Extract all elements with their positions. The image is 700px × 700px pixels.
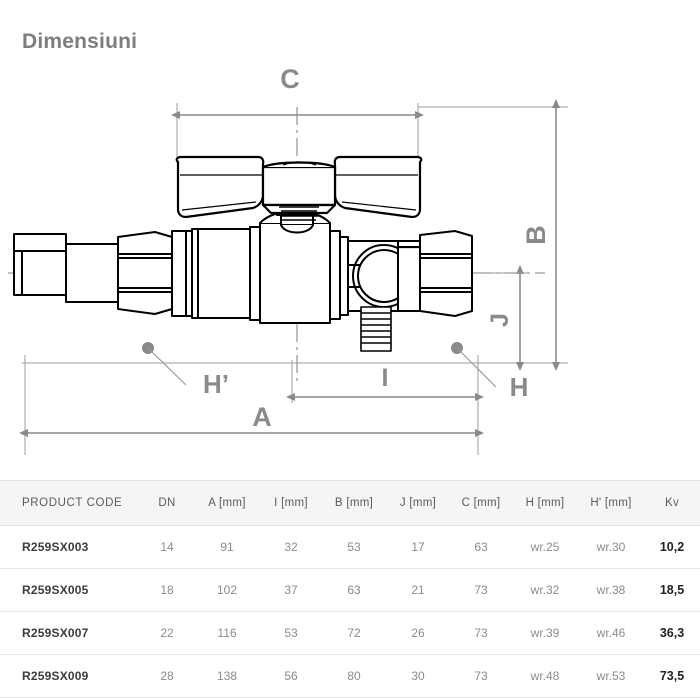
cell-h-prime: wr.46 [578, 611, 644, 655]
cell-product-code: R259SX005 [0, 568, 140, 612]
cell-i: 37 [260, 568, 322, 612]
cell-b: 63 [322, 568, 386, 612]
cell-dn: 22 [140, 611, 194, 655]
cell-h: wr.25 [512, 525, 578, 569]
page-title: Dimensiuni [22, 30, 138, 53]
specification-table: PRODUCT CODE DN A [mm] I [mm] B [mm] J [… [0, 480, 700, 698]
cell-a: 138 [194, 654, 260, 698]
cell-b: 72 [322, 611, 386, 655]
cell-c: 73 [450, 568, 512, 612]
valve-body-outline [13, 200, 473, 352]
specification-table-container: PRODUCT CODE DN A [mm] I [mm] B [mm] J [… [0, 480, 700, 698]
dimension-j: J [486, 265, 524, 371]
cell-b: 53 [322, 525, 386, 569]
dimension-b: B [521, 99, 560, 371]
cell-dn: 14 [140, 525, 194, 569]
cell-h: wr.32 [512, 568, 578, 612]
technical-drawing: C B J I A [0, 55, 700, 465]
handle-detail-lines [180, 161, 418, 211]
cell-product-code: R259SX009 [0, 654, 140, 698]
dimension-label-h-prime: H’ [203, 369, 229, 399]
callout-h: H [451, 342, 528, 402]
valve-drawing-svg: C B J I A [8, 64, 568, 455]
cell-h: wr.39 [512, 611, 578, 655]
col-header-h-prime[interactable]: H' [mm] [578, 480, 644, 526]
dimension-a: A [19, 402, 484, 437]
cell-c: 73 [450, 654, 512, 698]
handle-hub-rings [279, 206, 319, 221]
cell-kv: 10,2 [644, 525, 700, 569]
cell-h-prime: wr.38 [578, 568, 644, 612]
cell-dn: 18 [140, 568, 194, 612]
col-header-product-code[interactable]: PRODUCT CODE [0, 480, 140, 526]
table-row[interactable]: R259SX005 18 102 37 63 21 73 wr.32 wr.38… [0, 568, 700, 612]
cell-product-code: R259SX007 [0, 611, 140, 655]
cell-kv: 18,5 [644, 568, 700, 612]
cell-i: 32 [260, 525, 322, 569]
cell-c: 73 [450, 611, 512, 655]
col-header-b[interactable]: B [mm] [322, 480, 386, 526]
valve-handle [175, 155, 423, 219]
col-header-a[interactable]: A [mm] [194, 480, 260, 526]
cell-a: 102 [194, 568, 260, 612]
cell-i: 56 [260, 654, 322, 698]
table-row[interactable]: R259SX009 28 138 56 80 30 73 wr.48 wr.53… [0, 654, 700, 698]
cell-b: 80 [322, 654, 386, 698]
dimension-label-a: A [252, 402, 272, 432]
col-header-h[interactable]: H [mm] [512, 480, 578, 526]
cell-h-prime: wr.53 [578, 654, 644, 698]
cell-j: 30 [386, 654, 450, 698]
cell-product-code: R259SX003 [0, 525, 140, 569]
cell-a: 116 [194, 611, 260, 655]
dimension-label-h: H [510, 372, 529, 402]
col-header-j[interactable]: J [mm] [386, 480, 450, 526]
table-header-row: PRODUCT CODE DN A [mm] I [mm] B [mm] J [… [0, 480, 700, 526]
cell-kv: 36,3 [644, 611, 700, 655]
cell-c: 63 [450, 525, 512, 569]
cell-i: 53 [260, 611, 322, 655]
col-header-i[interactable]: I [mm] [260, 480, 322, 526]
cell-h: wr.48 [512, 654, 578, 698]
cell-j: 21 [386, 568, 450, 612]
callout-h-prime: H’ [142, 342, 229, 399]
dimension-i: I [286, 364, 484, 401]
cell-a: 91 [194, 525, 260, 569]
cell-dn: 28 [140, 654, 194, 698]
col-header-dn[interactable]: DN [140, 480, 194, 526]
dimension-label-b: B [521, 225, 551, 245]
dimension-label-c: C [280, 64, 300, 94]
cell-j: 26 [386, 611, 450, 655]
col-header-c[interactable]: C [mm] [450, 480, 512, 526]
cell-h-prime: wr.30 [578, 525, 644, 569]
dimension-label-j: J [486, 313, 514, 327]
cell-j: 17 [386, 525, 450, 569]
cell-kv: 73,5 [644, 654, 700, 698]
col-header-kv[interactable]: Kv [644, 480, 700, 526]
dimension-label-i: I [382, 364, 389, 392]
table-row[interactable]: R259SX003 14 91 32 53 17 63 wr.25 wr.30 … [0, 525, 700, 569]
table-row[interactable]: R259SX007 22 116 53 72 26 73 wr.39 wr.46… [0, 611, 700, 655]
